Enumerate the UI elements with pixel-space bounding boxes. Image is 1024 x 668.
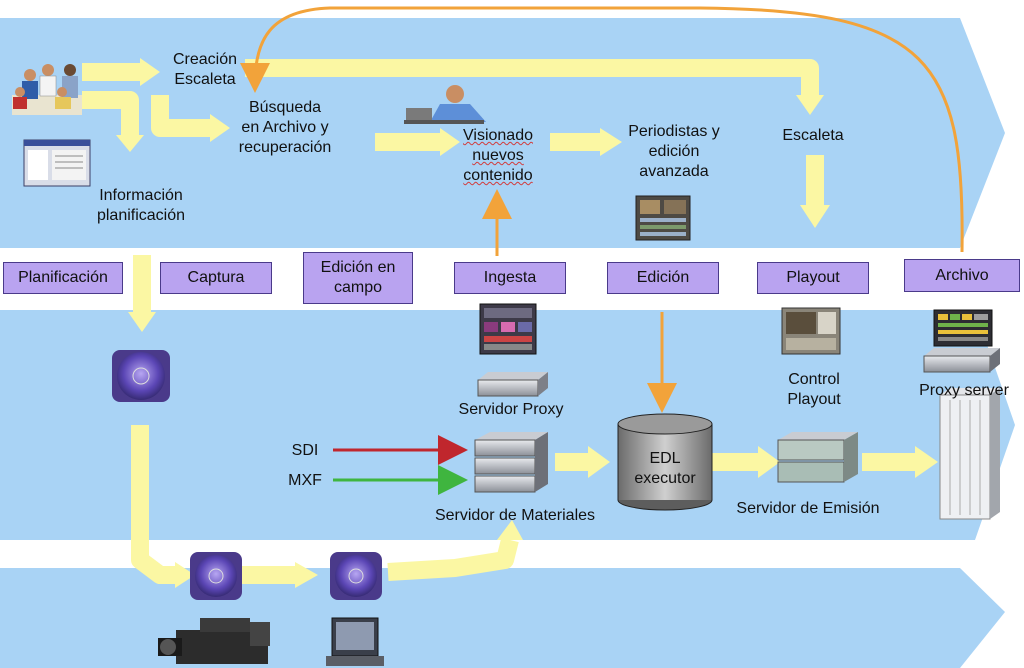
stage-playout: Playout bbox=[757, 262, 869, 294]
servidor-materiales-label: Servidor de Materiales bbox=[434, 507, 596, 524]
flow-arrowhead bbox=[128, 312, 156, 332]
tower-server-icon bbox=[939, 388, 1000, 520]
stage-captura: Captura bbox=[160, 262, 272, 294]
playout-screen-icon bbox=[781, 307, 841, 355]
stage-edicion-campo: Edición en campo bbox=[303, 252, 413, 304]
flow-arrowhead bbox=[800, 205, 830, 228]
person-laptop-icon bbox=[404, 85, 486, 124]
editing-screen-icon bbox=[635, 195, 691, 241]
laptop-icon bbox=[326, 617, 384, 666]
disc-icon bbox=[330, 552, 382, 600]
stage-ingesta: Ingesta bbox=[454, 262, 566, 294]
informacion-label: Información planificación bbox=[96, 187, 186, 224]
flow-arrow bbox=[245, 59, 819, 95]
band-bottom bbox=[0, 568, 1005, 668]
flow-arrowhead bbox=[497, 520, 523, 540]
flow-arrowhead bbox=[440, 128, 460, 156]
visionado-label: Visionado nuevos contenido bbox=[448, 126, 548, 186]
materials-server-icon bbox=[474, 432, 548, 493]
mxf-label: MXF bbox=[288, 472, 322, 489]
sdi-label: SDI bbox=[291, 442, 319, 459]
flow-arrow bbox=[82, 91, 139, 135]
flow-arrowhead bbox=[175, 562, 195, 588]
creacion-escaleta-label: Creación Escaleta bbox=[172, 51, 238, 88]
escaleta-label: Escaleta bbox=[782, 127, 844, 144]
disc-icon bbox=[190, 552, 242, 600]
camera-icon bbox=[158, 618, 270, 664]
flow-arrowhead bbox=[796, 95, 824, 115]
flow-arrowhead bbox=[600, 128, 622, 156]
busqueda-label: Búsqueda en Archivo y recuperación bbox=[238, 99, 332, 156]
visionado-text: Visionado nuevos contenido bbox=[463, 127, 533, 184]
flow-arrow bbox=[387, 537, 519, 581]
flow-arrowhead bbox=[758, 446, 780, 478]
ingest-screen-icon bbox=[479, 303, 537, 355]
flow-arrowheads bbox=[116, 58, 938, 588]
disc-icon bbox=[112, 350, 170, 402]
periodistas-label: Periodistas y edición avanzada bbox=[628, 123, 720, 180]
stage-planificacion: Planificación bbox=[3, 262, 123, 294]
flow-arrowhead bbox=[915, 446, 938, 478]
servidor-proxy-label: Servidor Proxy bbox=[458, 401, 564, 418]
archive-screen-icon bbox=[933, 309, 993, 347]
flow-arrowhead bbox=[588, 446, 610, 478]
orange-arrows bbox=[240, 6, 964, 413]
planning-screen-icon bbox=[23, 139, 91, 187]
flow-arrow bbox=[151, 95, 210, 137]
flow-arrowhead bbox=[116, 135, 144, 152]
server-rack-icon bbox=[477, 372, 548, 397]
proxy-server-label: Proxy server bbox=[919, 382, 1009, 399]
band-middle bbox=[0, 310, 1015, 540]
proxy-server-icon bbox=[923, 348, 1000, 373]
stage-archivo: Archivo bbox=[904, 259, 1020, 292]
people-meeting-icon bbox=[12, 64, 82, 115]
flow-arrow bbox=[131, 425, 175, 584]
database-icon bbox=[617, 413, 713, 511]
control-playout-label: Control Playout bbox=[787, 371, 841, 408]
archivo-return-arrow bbox=[240, 6, 964, 253]
flow-arrowhead bbox=[210, 114, 230, 142]
edl-executor-label: EDL executor bbox=[634, 450, 696, 487]
stage-edicion: Edición bbox=[607, 262, 719, 294]
flow-arrowhead bbox=[295, 562, 318, 588]
broadcast-server-icon bbox=[777, 432, 858, 483]
flow-arrows bbox=[82, 59, 915, 584]
servidor-emision-label: Servidor de Emisión bbox=[736, 500, 880, 517]
flow-arrowhead bbox=[140, 58, 160, 86]
